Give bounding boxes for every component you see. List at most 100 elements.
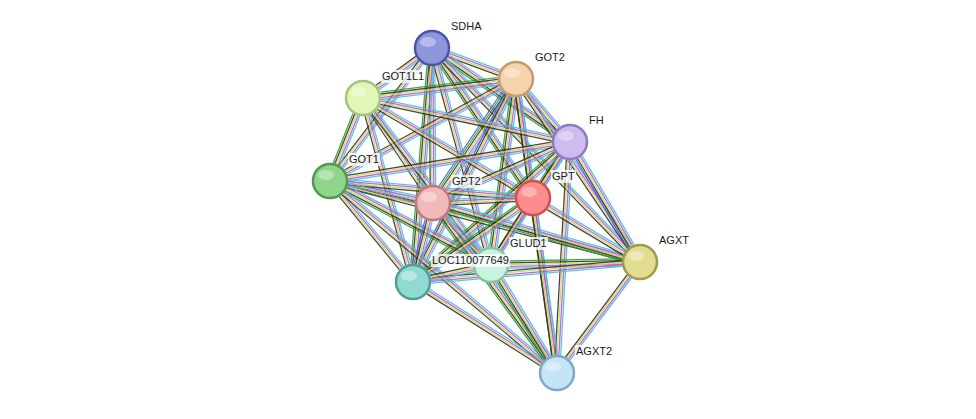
node-circle [497, 60, 535, 98]
evidence-line [499, 281, 546, 358]
node-disc [313, 164, 347, 198]
interaction-edge [497, 279, 550, 360]
evidence-line [566, 275, 628, 357]
evidence-line [430, 289, 544, 361]
node-disc [516, 181, 550, 215]
node-highlight [351, 87, 367, 97]
evidence-line [555, 160, 566, 355]
node-disc [416, 186, 450, 220]
protein-label: LOC110077649 [431, 254, 510, 267]
node-highlight [504, 68, 520, 78]
evidence-line [429, 210, 520, 273]
node-circle [621, 243, 659, 281]
interaction-edge [509, 259, 622, 268]
node-disc [540, 356, 574, 390]
evidence-line [547, 210, 623, 256]
evidence-line [576, 159, 628, 248]
evidence-line [427, 294, 541, 366]
protein-label: FH [588, 114, 605, 127]
protein-node: FH [551, 123, 589, 161]
evidence-line [428, 292, 542, 364]
evidence-line [414, 220, 425, 264]
protein-node: LOC110077649 [394, 263, 432, 301]
interaction-edge [441, 215, 550, 360]
evidence-line [381, 99, 553, 136]
evidence-line [509, 259, 622, 261]
protein-node: AGXT2 [538, 354, 576, 392]
protein-node: GPT2 [414, 184, 452, 222]
evidence-line [550, 205, 626, 251]
node-highlight [521, 187, 537, 197]
protein-label: GLUD1 [509, 237, 548, 250]
protein-label: GOT1 [348, 153, 380, 166]
evidence-line [578, 159, 630, 248]
node-disc [415, 31, 449, 65]
evidence-line [430, 268, 473, 277]
node-disc [499, 62, 533, 96]
protein-node: GOT1 [311, 162, 349, 200]
protein-label: GPT [551, 170, 576, 183]
protein-node: GOT1L1 [344, 79, 382, 117]
node-circle [394, 263, 432, 301]
node-circle [413, 29, 451, 67]
evidence-line [430, 211, 521, 274]
evidence-line [429, 291, 543, 363]
node-circle [414, 184, 452, 222]
evidence-line [381, 81, 498, 96]
node-highlight [628, 251, 644, 261]
evidence-line [497, 282, 544, 359]
node-highlight [401, 271, 417, 281]
interaction-edge [555, 160, 571, 355]
interaction-edge [430, 266, 474, 281]
interaction-edge [347, 142, 552, 181]
evidence-line [502, 279, 549, 356]
evidence-line [431, 265, 622, 282]
protein-label: SDHA [450, 20, 483, 33]
protein-node: GOT2 [497, 60, 535, 98]
node-circle [514, 179, 552, 217]
evidence-line [347, 142, 552, 175]
protein-label: GPT2 [451, 175, 482, 188]
protein-label: AGXT2 [575, 345, 613, 358]
protein-label: AGXT [658, 234, 690, 247]
interaction-edge [576, 156, 634, 249]
interaction-edge [566, 275, 632, 360]
node-highlight [318, 170, 334, 180]
evidence-line [567, 276, 628, 358]
node-highlight [420, 37, 436, 47]
node-highlight [558, 131, 574, 141]
interaction-edge [451, 196, 515, 205]
interaction-edge [414, 220, 432, 266]
protein-node: GPT [514, 179, 552, 217]
evidence-line [416, 220, 427, 264]
node-disc [623, 245, 657, 279]
evidence-line [348, 185, 623, 257]
evidence-line [381, 101, 553, 137]
evidence-line [342, 195, 542, 364]
node-circle [344, 79, 382, 117]
node-circle [311, 162, 349, 200]
evidence-line [569, 277, 630, 359]
node-circle [538, 354, 576, 392]
node-disc [396, 265, 430, 299]
evidence-line [430, 266, 473, 275]
evidence-line [348, 183, 623, 255]
interaction-edge [547, 205, 626, 255]
node-highlight [545, 362, 561, 372]
evidence-line [377, 110, 516, 192]
node-circle [551, 123, 589, 161]
evidence-line [526, 94, 557, 130]
protein-node: SDHA [413, 29, 451, 67]
node-disc [346, 81, 380, 115]
node-highlight [421, 192, 437, 202]
protein-label: GOT1L1 [381, 70, 425, 83]
node-disc [553, 125, 587, 159]
evidence-line [557, 160, 568, 355]
interaction-edge [427, 289, 543, 365]
evidence-line [570, 278, 632, 360]
evidence-line [549, 207, 625, 253]
protein-label: GOT2 [534, 51, 566, 64]
evidence-line [451, 202, 515, 205]
